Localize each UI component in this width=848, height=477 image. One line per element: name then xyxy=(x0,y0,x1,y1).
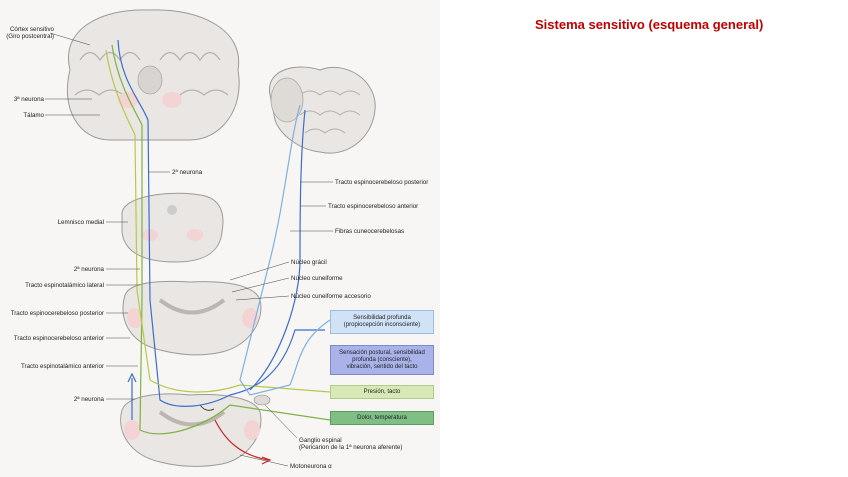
box-deep-unconscious-line2: (propiocepción inconsciente) xyxy=(343,322,421,328)
label-ant-spinocerebellar: Tracto espinocerebeloso anterior xyxy=(13,335,104,342)
label-cortex-sub: (Giro postcentral) xyxy=(6,33,54,40)
box-pain-temperature-label: Dolor, temperatura xyxy=(357,414,407,421)
label-second-neuron-top: 2ª neurona xyxy=(172,169,203,176)
label-third-neuron: 3ª neurona xyxy=(13,96,44,103)
box-pressure-touch-label: Presión, tacto xyxy=(363,388,401,395)
spinal-section-upper xyxy=(122,280,262,356)
slide-title: Sistema sensitivo (esquema general) xyxy=(535,17,764,32)
box-pain-temperature: Dolor, temperatura xyxy=(330,411,434,425)
spinal-section-lower xyxy=(120,393,271,467)
label-second-neuron-mid: 2ª neurona xyxy=(73,266,104,273)
anatomy-illustration xyxy=(45,9,376,467)
box-deep-unconscious: Sensibilidad profunda (propiocepción inc… xyxy=(330,310,434,334)
label-tract-ant-cereb: Tracto espinocerebeloso anterior xyxy=(328,203,419,210)
leader-lines xyxy=(45,32,333,467)
label-tract-post-cereb: Tracto espinocerebeloso posterior xyxy=(335,179,429,186)
label-spinal-ganglion-main: Ganglio espinal xyxy=(299,437,342,444)
label-thalamus: Tálamo xyxy=(23,112,44,119)
sensory-pathways xyxy=(105,39,331,465)
label-cortex: Córtex sensitivo (Giro postcentral) xyxy=(6,26,54,40)
label-second-neuron-low: 2ª neurona xyxy=(73,396,104,403)
label-gracile: Núcleo grácil xyxy=(291,259,327,266)
label-ant-spinothalamic: Tracto espinotalámico anterior xyxy=(21,363,104,370)
label-spinal-ganglion-sub: (Pericarion de la 1ª neurona aferente) xyxy=(299,444,403,451)
label-spinal-ganglion: Ganglio espinal (Pericarion de la 1ª neu… xyxy=(299,437,402,451)
label-cortex-main: Córtex sensitivo xyxy=(9,26,54,33)
label-lateral-spinothalamic: Tracto espinotalámico lateral xyxy=(25,282,104,289)
label-cuneate: Núcleo cuneiforme xyxy=(291,275,343,282)
box-postural-conscious: Sensación postural, sensibilidad profund… xyxy=(330,345,434,375)
box-postural-line2: profunda (consciente), xyxy=(352,356,412,363)
label-cuneocerebellar: Fibras cuneocerebelosas xyxy=(335,228,405,235)
medulla-section xyxy=(121,192,224,263)
label-post-spinocerebellar: Tracto espinocerebeloso posterior xyxy=(10,310,104,317)
box-deep-unconscious-line1: Sensibilidad profunda xyxy=(353,315,411,321)
box-postural-line1: Sensación postural, sensibilidad xyxy=(339,349,425,356)
box-pressure-touch: Presión, tacto xyxy=(330,385,434,399)
label-motoneuron: Motoneurona α xyxy=(290,463,332,470)
label-medial-lemniscus: Lemnisco medial xyxy=(57,219,104,226)
box-postural-line3: vibración, sentido del tacto xyxy=(346,363,418,370)
brain-section xyxy=(66,9,240,141)
label-accessory-cuneate: Núcleo cuneiforme accesorio xyxy=(291,293,371,300)
cerebellum xyxy=(269,66,376,154)
sensory-system-figure: Córtex sensitivo (Giro postcentral) 3ª n… xyxy=(0,0,440,477)
